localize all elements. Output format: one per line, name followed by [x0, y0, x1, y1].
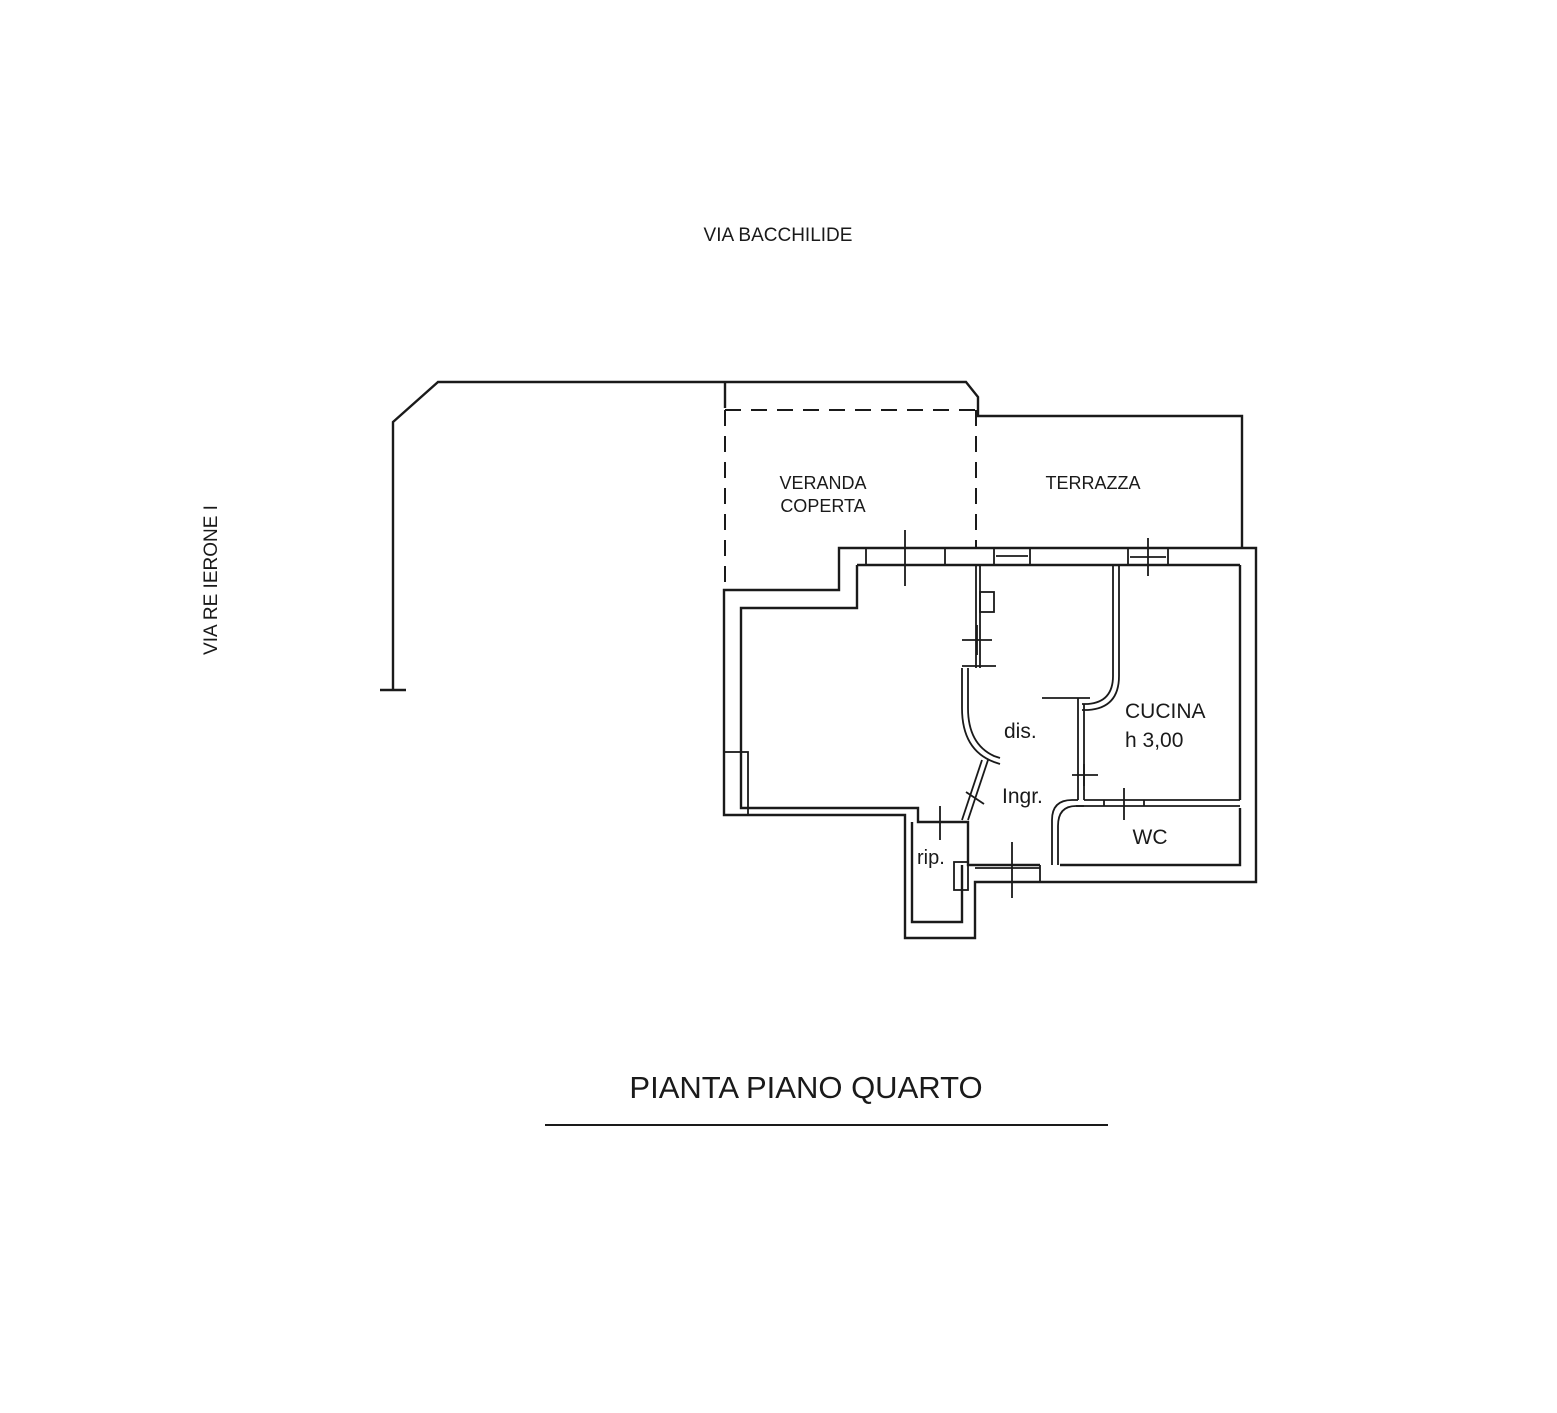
apartment-walls [722, 546, 1258, 940]
room-label-hallway: dis. [1004, 720, 1037, 743]
street-label-west: VIA RE IERONE I [201, 505, 222, 655]
veranda-outline [724, 409, 977, 590]
room-label-terrace: TERRAZZA [1045, 473, 1140, 493]
interior-partitions [939, 565, 1240, 898]
room-label-veranda-line1: VERANDA [779, 473, 866, 493]
room-label-kitchen-height: h 3,00 [1125, 729, 1183, 752]
room-label-storage: rip. [917, 847, 945, 869]
room-label-toilet: WC [1133, 826, 1168, 849]
lot-boundary [380, 380, 1244, 692]
street-label-north: VIA BACCHILIDE [704, 225, 853, 246]
room-label-veranda-line2: COPERTA [780, 496, 865, 516]
room-label-kitchen: CUCINA [1125, 700, 1206, 723]
room-label-entrance: Ingr. [1002, 785, 1043, 808]
north-windows [865, 530, 1169, 586]
room-labels: VERANDA COPERTA TERRAZZA CUCINA h 3,00 d… [779, 473, 1205, 869]
plan-title: PIANTA PIANO QUARTO [629, 1070, 982, 1105]
